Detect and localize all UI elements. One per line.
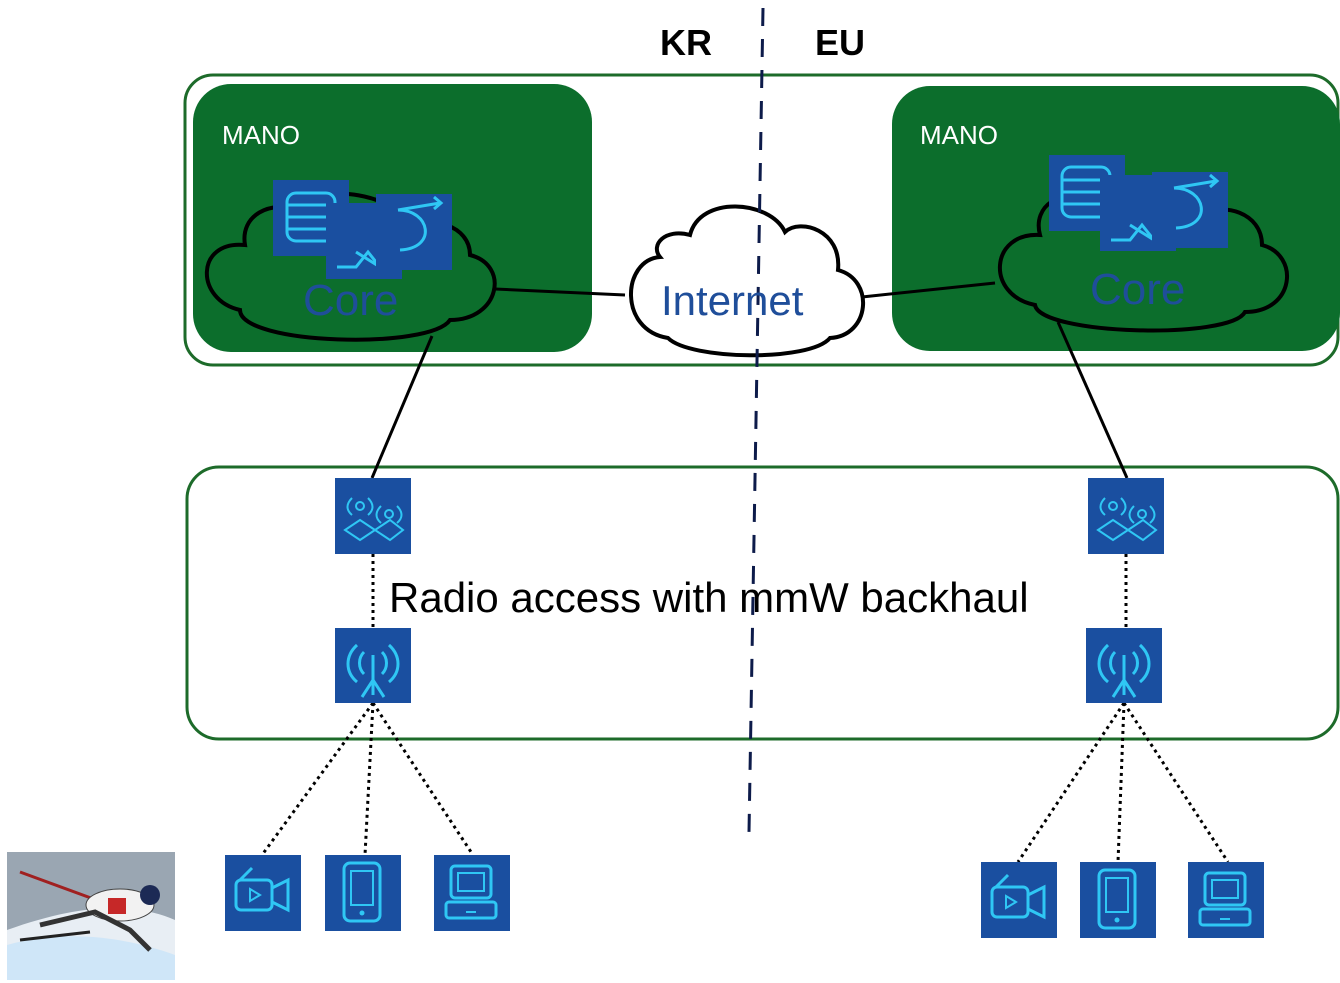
right-antenna-icon	[1086, 628, 1162, 703]
left-mmw-backhaul-icon	[335, 478, 411, 554]
internet-cloud	[629, 204, 865, 358]
left-core-label: Core	[303, 276, 399, 325]
left-video-camera-icon	[225, 855, 301, 931]
router-icon	[1152, 172, 1228, 248]
right-core-label: Core	[1090, 265, 1186, 314]
right-smartphone-icon	[1080, 862, 1156, 938]
left-laptop-icon	[434, 855, 510, 931]
right-video-camera-icon	[981, 862, 1057, 938]
radio-access-label: Radio access with mmW backhaul	[389, 574, 1029, 621]
left-core-function-icons	[273, 180, 452, 279]
region-label-left: KR	[660, 22, 712, 63]
left-mano-label: MANO	[222, 120, 300, 150]
right-core-internet-link	[861, 281, 996, 299]
internet-label: Internet	[661, 277, 804, 324]
right-device-links	[1016, 702, 1230, 863]
region-label-right: EU	[815, 22, 866, 63]
right-mmw-backhaul-icon	[1088, 478, 1164, 554]
left-device-links	[260, 702, 475, 856]
right-core-backhaul-link	[1056, 321, 1129, 479]
left-smartphone-icon	[325, 855, 401, 931]
router-icon	[376, 194, 452, 270]
right-core-function-icons	[1049, 155, 1228, 251]
left-core-internet-link	[494, 287, 626, 297]
left-core-backhaul-link	[370, 335, 434, 479]
right-mano-label: MANO	[920, 120, 998, 150]
skier-photo	[7, 852, 175, 980]
radio-access-frame	[185, 465, 1340, 741]
right-laptop-icon	[1188, 862, 1264, 938]
region-divider	[747, 7, 765, 833]
left-antenna-icon	[335, 628, 411, 703]
